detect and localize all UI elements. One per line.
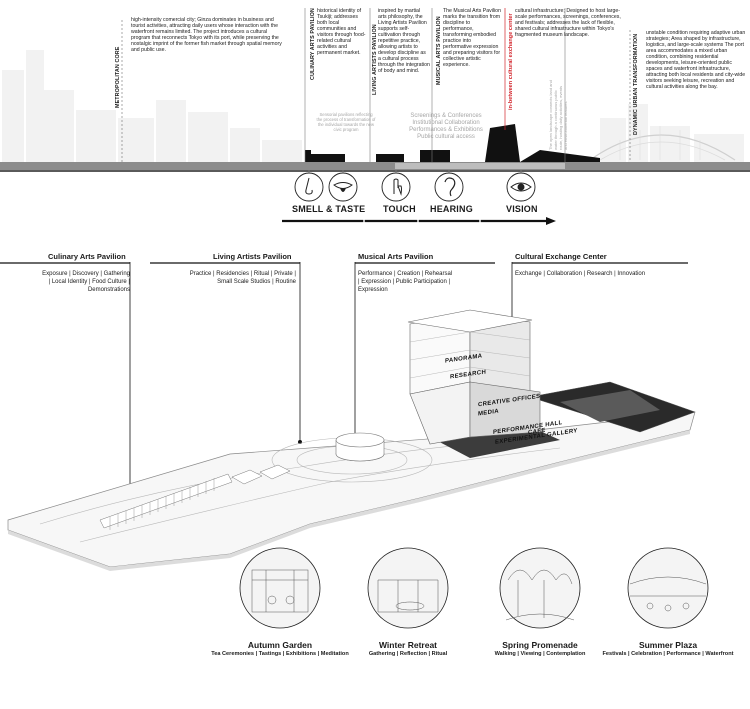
vignette-winter xyxy=(367,547,449,629)
panel-body-musical: Performance | Creation | Rehearsal| Expr… xyxy=(358,271,453,293)
vignette-title-autumn: Autumn Garden xyxy=(247,640,313,650)
panel-body-exchange: Exchange | Collaboration | Research | In… xyxy=(515,271,646,277)
sense-smell-taste: SMELL & TASTE xyxy=(292,204,366,214)
vignette-sub-summer: Festivals | Celebration | Performance | … xyxy=(602,651,734,657)
panel-title-living: Living Artists Pavilion xyxy=(213,252,292,261)
vignette-title-winter: Winter Retreat xyxy=(378,640,438,650)
vignette-sub-autumn: Tea Ceremonies | Tastings | Exhibitions … xyxy=(211,651,349,657)
panel-title-musical: Musical Arts Pavilion xyxy=(358,252,434,261)
text-culinary-pavilion: historical identity of Tsukiji; addresse… xyxy=(317,8,366,56)
sense-vision: VISION xyxy=(506,204,538,214)
label-musical-pavilion: MUSICAL ARTS PAVILION xyxy=(436,16,442,85)
label-dynamic-urban: DYNAMIC URBAN TRANSFORMATION xyxy=(633,33,639,135)
note-sensorial: Sensorial pavilions reflecting the proce… xyxy=(316,112,376,132)
axonometric-site xyxy=(7,262,696,571)
vignette-circles xyxy=(239,547,709,629)
sense-hearing: HEARING xyxy=(430,204,473,214)
text-living-pavilion: inspired by martial arts philosophy, the… xyxy=(378,8,430,74)
text-musical-pavilion: The Musical Arts Pavilion marks the tran… xyxy=(443,8,501,68)
panel-rules xyxy=(0,262,688,264)
note-programs: Screenings & Conferences Institutional C… xyxy=(409,113,483,140)
eye-icon xyxy=(506,172,536,202)
text-exchange-center: cultural infrastructure; Designed to hos… xyxy=(515,8,621,38)
label-exchange-center: in-between cultural exchange center xyxy=(508,13,514,110)
mouth-icon xyxy=(328,172,358,202)
skyline-section xyxy=(0,8,750,172)
vignette-autumn xyxy=(239,547,321,629)
text-dynamic-urban: unstable condition requiring adaptive ur… xyxy=(646,30,746,90)
vignette-spring xyxy=(499,547,581,629)
panel-body-culinary: Exposure | Discovery | Gathering| Local … xyxy=(42,271,130,293)
label-culinary-pavilion: CULINARY ARTS PAVILION xyxy=(310,8,316,80)
text-metropolitan-core: high-intensity comercial city; Ginza dom… xyxy=(131,17,282,53)
panel-title-exchange: Cultural Exchange Center xyxy=(515,252,607,261)
senses-icon-row xyxy=(294,170,536,202)
vignette-title-summer: Summer Plaza xyxy=(638,640,698,650)
panel-title-culinary: Culinary Arts Pavilion xyxy=(48,252,126,261)
vignette-sub-winter: Gathering | Reflection | Ritual xyxy=(368,651,448,657)
ear-icon xyxy=(434,172,464,202)
vignette-title-spring: Spring Promenade xyxy=(502,640,578,650)
hand-icon xyxy=(381,172,411,202)
vignette-sub-spring: Walking | Viewing | Contemplation xyxy=(494,651,586,657)
panel-body-living: Practice | Residencies | Ritual | Privat… xyxy=(189,271,296,285)
vignette-summer xyxy=(627,547,709,629)
label-metropolitan-core: METROPOLITAN CORE xyxy=(115,46,121,109)
sense-arrow xyxy=(282,217,556,225)
note-exchange: The open landscape connects land and wat… xyxy=(548,80,568,150)
nose-icon xyxy=(294,172,324,202)
sense-touch: TOUCH xyxy=(383,204,416,214)
